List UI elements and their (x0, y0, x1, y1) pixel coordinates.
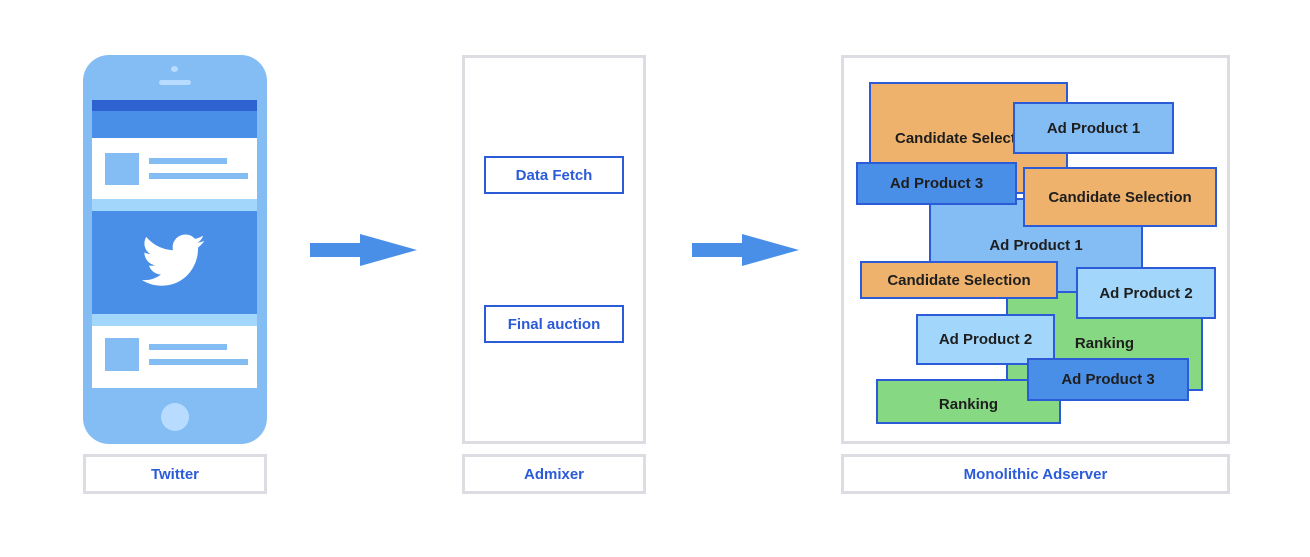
feed-card-bottom (92, 326, 257, 388)
screen-top-bar (92, 100, 257, 111)
candidate-selection-block: Candidate Selection (860, 261, 1058, 299)
ad-product-2-block: Ad Product 2 (916, 314, 1055, 365)
feed-text-line (149, 173, 248, 179)
twitter-bird-icon (141, 234, 206, 290)
feed-text-line (149, 359, 248, 365)
feed-divider (92, 199, 257, 211)
admixer-panel: Data Fetch Final auction (462, 55, 646, 444)
twitter-caption: Twitter (83, 454, 267, 494)
ad-product-2-block: Ad Product 2 (1076, 267, 1216, 319)
phone-home-button (161, 403, 189, 431)
arrow-right-icon (692, 234, 799, 266)
ad-product-3-block: Ad Product 3 (1027, 358, 1189, 401)
feed-text-line (149, 158, 227, 164)
phone-screen (92, 100, 257, 388)
ad-product-3-block: Ad Product 3 (856, 162, 1017, 205)
feed-thumbnail (105, 338, 139, 371)
arrow-right-icon (310, 234, 417, 266)
final-auction-step: Final auction (484, 305, 624, 343)
feed-card-top (92, 138, 257, 199)
adserver-caption: Monolithic Adserver (841, 454, 1230, 494)
admixer-caption: Admixer (462, 454, 646, 494)
data-fetch-step: Data Fetch (484, 156, 624, 194)
candidate-selection-block: Candidate Selection (1023, 167, 1217, 227)
phone-icon (83, 55, 267, 444)
adserver-panel: Candidate Selection Ad Product 1 Ad Prod… (841, 55, 1230, 444)
feed-divider (92, 314, 257, 326)
phone-camera-dot (171, 66, 178, 72)
ad-product-1-block: Ad Product 1 (1013, 102, 1174, 154)
phone-speaker (159, 80, 191, 85)
feed-thumbnail (105, 153, 139, 185)
feed-text-line (149, 344, 227, 350)
